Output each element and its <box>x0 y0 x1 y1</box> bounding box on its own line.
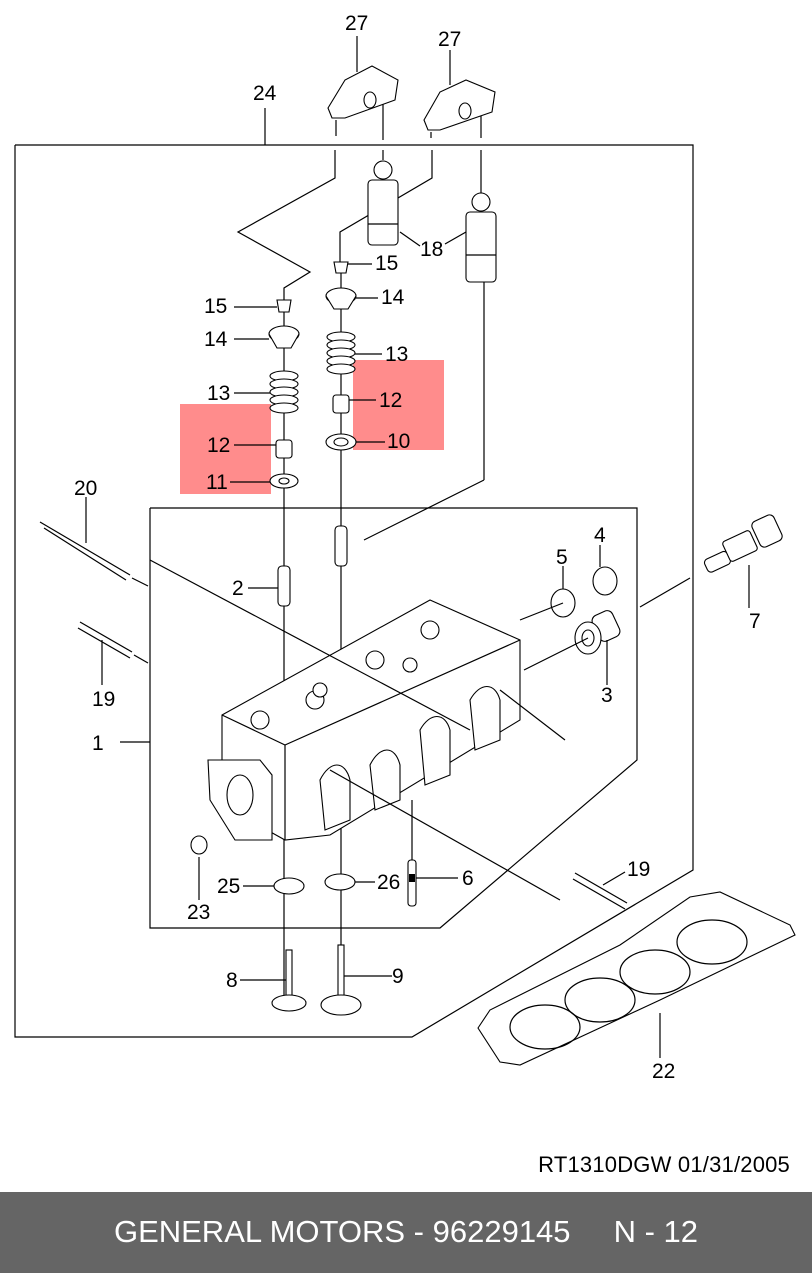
hydraulic-lifter-1 <box>367 150 399 246</box>
guide-plug-3 <box>523 637 589 671</box>
seal-left <box>275 439 293 459</box>
footer-text: GENERAL MOTORS - 96229145 N - 12 <box>113 1214 699 1249</box>
callout-2: 2 <box>232 577 244 600</box>
spring-left <box>269 370 299 414</box>
dowel-band <box>409 874 415 882</box>
callout-1: 1 <box>92 732 104 755</box>
callout-15b: 15 <box>375 252 398 275</box>
callout-13a: 13 <box>207 382 230 405</box>
rocker-arm-1 <box>327 65 399 140</box>
callout-25: 25 <box>217 875 240 898</box>
callout-22: 22 <box>652 1060 675 1083</box>
guide-sensor <box>639 577 691 608</box>
dowel-pin <box>407 859 417 907</box>
callout-12a: 12 <box>207 434 230 457</box>
callout-15a: 15 <box>204 295 227 318</box>
guide-plug-5 <box>519 602 564 621</box>
head-frame <box>149 507 638 929</box>
callout-3: 3 <box>601 684 613 707</box>
highlight-box-left <box>180 404 271 494</box>
callout-26: 26 <box>377 871 400 894</box>
callout-13b: 13 <box>385 343 408 366</box>
callout-27a: 27 <box>345 12 368 35</box>
seat-insert-25 <box>273 877 305 895</box>
intake-valve <box>271 949 307 1012</box>
exhaust-valve <box>320 944 362 1016</box>
stud-19b <box>572 872 628 910</box>
callout-19b: 19 <box>627 858 650 881</box>
callout-14b: 14 <box>381 286 405 309</box>
stud-20 <box>39 521 149 587</box>
assembly-frame <box>14 144 694 1038</box>
callout-9: 9 <box>392 965 404 988</box>
callout-23: 23 <box>187 901 210 924</box>
callout-7: 7 <box>749 610 761 633</box>
guide-line-lifter-2 <box>363 479 485 541</box>
retainer-right-body <box>325 295 357 310</box>
seat-insert-26 <box>324 873 356 891</box>
valve-guide-left <box>277 565 291 607</box>
hydraulic-lifter-2 <box>465 150 497 283</box>
rocker-arm-2 <box>423 79 496 138</box>
spring-right <box>326 331 356 375</box>
callout-20: 20 <box>74 477 97 500</box>
guide-line-left <box>236 150 336 300</box>
footer-bar: GENERAL MOTORS - 96229145 N - 12 <box>0 1192 812 1273</box>
callout-8: 8 <box>226 969 238 992</box>
document-code: RT1310DGW 01/31/2005 <box>538 1152 790 1177</box>
leader-18b <box>444 231 467 245</box>
plug-4 <box>592 566 618 596</box>
keeper-right <box>333 261 349 274</box>
callout-6: 6 <box>462 867 474 890</box>
callout-10: 10 <box>387 430 410 453</box>
head-gasket <box>477 891 796 1066</box>
plug-3 <box>574 610 621 655</box>
stud-19a <box>77 621 149 664</box>
callout-24: 24 <box>253 82 277 105</box>
nut <box>190 835 208 855</box>
callout-12b: 12 <box>379 389 402 412</box>
callout-14a: 14 <box>204 328 228 351</box>
temperature-sensor <box>703 514 783 573</box>
callout-4: 4 <box>594 524 606 547</box>
callout-11: 11 <box>206 471 228 494</box>
callout-19a: 19 <box>92 688 115 711</box>
seal-right <box>332 394 350 414</box>
valve-guide-right <box>334 525 348 567</box>
leader-18a <box>399 231 421 247</box>
retainer-left-body <box>268 333 300 349</box>
spring-seat-right-hole <box>333 437 349 447</box>
leader-19b <box>602 871 626 886</box>
cylinder-head <box>149 559 566 901</box>
callout-18: 18 <box>420 238 443 261</box>
spring-seat-left-hole <box>278 477 290 485</box>
parts-diagram: 27 27 24 18 15 15 14 14 13 13 12 12 11 1… <box>14 12 796 1083</box>
callout-5: 5 <box>556 546 568 569</box>
callout-27b: 27 <box>438 28 461 51</box>
keeper-left <box>276 299 292 313</box>
highlight-box-right <box>353 360 444 450</box>
